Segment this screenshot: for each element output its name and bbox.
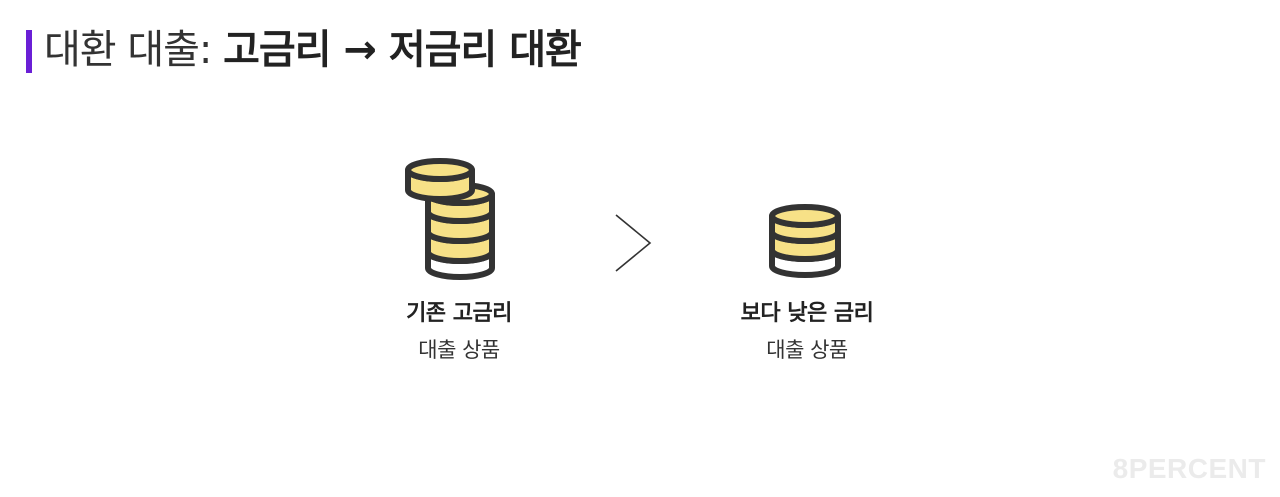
page-title-light: 대환 대출: bbox=[44, 27, 224, 73]
page-title: 대환 대출: 고금리 → 저금리 대환 bbox=[44, 24, 582, 76]
from-sublabel: 대출 상품 bbox=[418, 338, 500, 362]
to-label: 보다 낮은 금리 bbox=[740, 301, 874, 326]
chevron-right-icon bbox=[608, 210, 658, 276]
coin-stacks-icon bbox=[402, 152, 502, 280]
title-accent-bar bbox=[26, 30, 32, 73]
from-label-block: 기존 고금리 대출 상품 bbox=[339, 298, 579, 366]
page-title-bold: 고금리 → 저금리 대환 bbox=[223, 27, 582, 73]
to-sublabel: 대출 상품 bbox=[766, 338, 848, 362]
brand-watermark: 8PERCENT bbox=[1112, 453, 1266, 484]
coin-stack-icon bbox=[764, 200, 846, 280]
from-label: 기존 고금리 bbox=[406, 301, 512, 326]
to-label-block: 보다 낮은 금리 대출 상품 bbox=[687, 298, 927, 366]
